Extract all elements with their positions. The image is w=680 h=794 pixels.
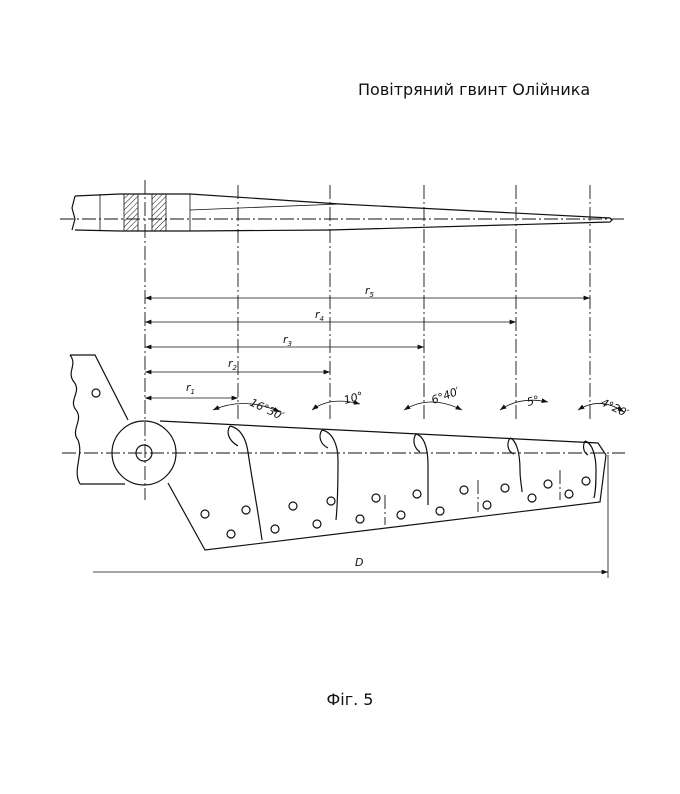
- dim-r4: r4: [315, 308, 324, 323]
- angle-2: 10°: [342, 389, 364, 407]
- dim-r1: r1: [186, 381, 195, 396]
- dim-D: D: [355, 556, 363, 569]
- section-lines: [144, 180, 591, 500]
- dim-r5: r5: [365, 284, 375, 299]
- pitch-angles: 16°30′ 10° 6°40′ 5° 4°20′: [212, 385, 631, 423]
- blade-side-view: [60, 193, 625, 232]
- dim-r2: r2: [228, 357, 238, 372]
- figure-caption: Фіг. 5: [326, 690, 374, 709]
- blade-plan-view: [62, 354, 625, 551]
- diameter-dimension: D: [93, 455, 609, 578]
- angle-1: 16°30′: [248, 396, 287, 423]
- angle-5: 4°20′: [599, 396, 631, 420]
- radius-dimensions: r5 r4 r3 r2 r1: [145, 284, 590, 401]
- angle-4: 5°: [525, 393, 540, 409]
- dim-r3: r3: [283, 333, 292, 348]
- figure-title: Повітряний гвинт Олійника: [358, 80, 591, 99]
